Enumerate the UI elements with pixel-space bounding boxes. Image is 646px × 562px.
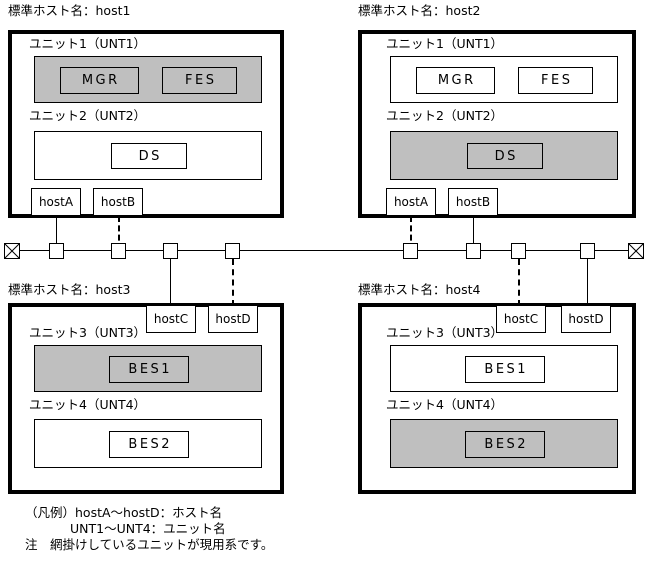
unit-box-host2-unit1: MGR FES — [390, 56, 618, 103]
lead-host3-hostD — [232, 259, 234, 306]
host-title-host2: 標準ホスト名：host2 — [358, 3, 481, 18]
network-bus-line — [10, 250, 638, 251]
host-frame-host2: ユニット1（UNT1） MGR FES ユニット2（UNT2） DS — [358, 30, 636, 218]
legend-line-hostnames: （凡例）hostA〜hostD：ホスト名 — [25, 505, 223, 520]
process-box-fes: FES — [162, 67, 237, 94]
process-box-bes1: BES1 — [109, 356, 189, 383]
lead-host2-hostA — [410, 216, 412, 250]
unit-label-host2-unit2: ユニット2（UNT2） — [386, 108, 504, 123]
bus-node-8 — [580, 243, 595, 259]
bus-node-3 — [163, 243, 178, 259]
unit-label-host1-unit2: ユニット2（UNT2） — [29, 108, 147, 123]
process-box-ds: DS — [111, 143, 187, 169]
unit-box-host4-unit4: BES2 — [390, 419, 618, 468]
unit-label-host1-unit1: ユニット1（UNT1） — [29, 36, 147, 51]
lead-host4-hostD — [587, 259, 588, 306]
host-tag-host2-hostB[interactable]: hostB — [448, 188, 498, 216]
lead-host1-hostA — [56, 216, 57, 250]
host-title-host4: 標準ホスト名：host4 — [358, 282, 481, 297]
host-frame-host1: ユニット1（UNT1） MGR FES ユニット2（UNT2） DS — [8, 30, 284, 218]
unit-label-host4-unit4: ユニット4（UNT4） — [386, 397, 504, 412]
process-box-fes: FES — [518, 67, 593, 94]
unit-box-host3-unit4: BES2 — [34, 419, 262, 468]
process-box-bes2: BES2 — [109, 431, 189, 458]
host-tag-host4-hostD[interactable]: hostD — [561, 305, 611, 333]
lead-host2-hostB — [473, 216, 474, 250]
host-frame-host3: ユニット3（UNT3） BES1 ユニット4（UNT4） BES2 — [8, 303, 284, 494]
unit-box-host2-unit2: DS — [390, 131, 618, 180]
bus-node-1 — [49, 243, 64, 259]
bus-node-7 — [511, 243, 526, 259]
host-frame-host4: ユニット3（UNT3） BES1 ユニット4（UNT4） BES2 — [358, 303, 636, 494]
host-tag-host2-hostA[interactable]: hostA — [386, 188, 436, 216]
process-box-mgr: MGR — [416, 67, 495, 94]
unit-box-host4-unit3: BES1 — [390, 345, 618, 392]
unit-label-host3-unit4: ユニット4（UNT4） — [29, 397, 147, 412]
unit-label-host2-unit1: ユニット1（UNT1） — [386, 36, 504, 51]
legend-line-note: 注 網掛けしているユニットが現用系です。 — [25, 537, 274, 552]
process-box-bes1: BES1 — [465, 356, 545, 383]
host-tag-host3-hostD[interactable]: hostD — [208, 305, 258, 333]
bus-node-4 — [225, 243, 240, 259]
lead-host1-hostB — [118, 216, 120, 250]
process-box-ds: DS — [467, 143, 543, 169]
host-title-host3: 標準ホスト名：host3 — [8, 282, 131, 297]
host-tag-host3-hostC[interactable]: hostC — [146, 305, 196, 333]
bus-terminator-right — [628, 243, 644, 259]
host-tag-host1-hostB[interactable]: hostB — [93, 188, 143, 216]
host-tag-host1-hostA[interactable]: hostA — [31, 188, 81, 216]
host-title-host1: 標準ホスト名：host1 — [8, 3, 131, 18]
lead-host4-hostC — [518, 259, 520, 306]
process-box-mgr: MGR — [60, 67, 139, 94]
unit-label-host4-unit3: ユニット3（UNT3） — [386, 325, 504, 340]
lead-host3-hostC — [170, 259, 171, 306]
unit-box-host1-unit2: DS — [34, 131, 262, 180]
bus-node-5 — [403, 243, 418, 259]
unit-label-host3-unit3: ユニット3（UNT3） — [29, 325, 147, 340]
process-box-bes2: BES2 — [465, 431, 545, 458]
bus-node-2 — [111, 243, 126, 259]
unit-box-host3-unit3: BES1 — [34, 345, 262, 392]
bus-terminator-left — [4, 243, 20, 259]
unit-box-host1-unit1: MGR FES — [34, 56, 262, 103]
bus-node-6 — [466, 243, 481, 259]
legend-line-unitnames: UNT1〜UNT4：ユニット名 — [70, 521, 226, 536]
host-tag-host4-hostC[interactable]: hostC — [496, 305, 546, 333]
